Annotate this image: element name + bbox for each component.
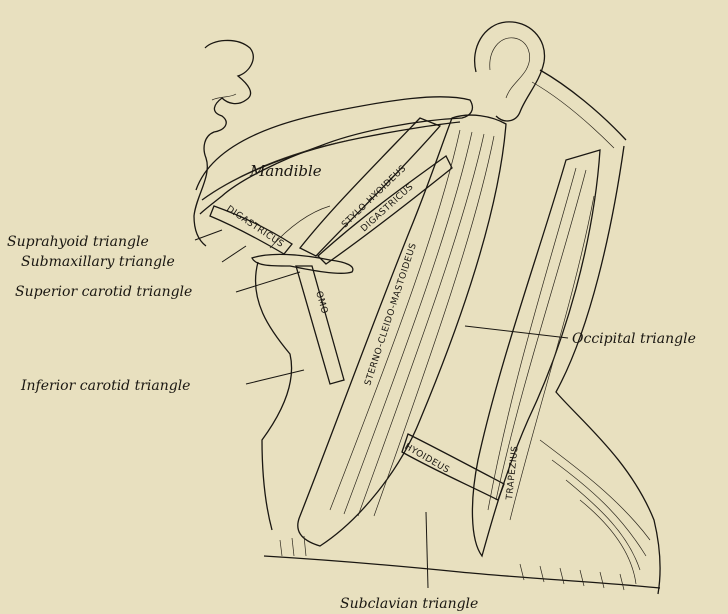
label-superior-carotid-triangle: Superior carotid triangle <box>15 284 192 300</box>
label-inferior-carotid-triangle: Inferior carotid triangle <box>20 378 190 394</box>
clavicle-line <box>264 556 660 588</box>
label-trapezius: TRAPEZIUS <box>505 445 521 501</box>
mandible-lower-edge <box>202 122 460 200</box>
leader-inferior-carotid <box>246 370 304 384</box>
anterior-neck <box>256 262 292 530</box>
shoulder-hatching <box>540 440 650 584</box>
label-suprahyoid-triangle: Suprahyoid triangle <box>7 234 149 250</box>
label-occipital-triangle: Occipital triangle <box>572 331 696 347</box>
leader-submaxillary <box>222 246 246 262</box>
stylohyoid-muscle <box>300 118 440 256</box>
label-mandible: Mandible <box>249 162 322 180</box>
omohyoid-upper-belly <box>296 266 344 384</box>
clavicle-hatching <box>280 536 624 590</box>
ear-inner <box>490 38 530 98</box>
omohyoid-lower-belly <box>402 434 504 500</box>
hyoid-bone <box>252 254 353 273</box>
label-sternocleidomastoideus: STERNO-CLEIDO-MASTOIDEUS <box>363 242 419 387</box>
label-submaxillary-triangle: Submaxillary triangle <box>21 254 175 270</box>
leader-suprahyoid <box>195 230 222 240</box>
leader-superior-carotid <box>236 272 300 292</box>
leader-occipital <box>465 326 568 338</box>
leader-subclavian <box>426 512 428 588</box>
mandible-bone <box>196 97 472 214</box>
occipital-contour <box>540 70 626 140</box>
label-omohyoideus-lower: HYOIDEUS <box>403 442 452 476</box>
label-subclavian-triangle: Subclavian triangle <box>340 596 478 612</box>
label-omohyoideus-upper: OMO <box>313 290 329 315</box>
ear <box>475 22 545 121</box>
